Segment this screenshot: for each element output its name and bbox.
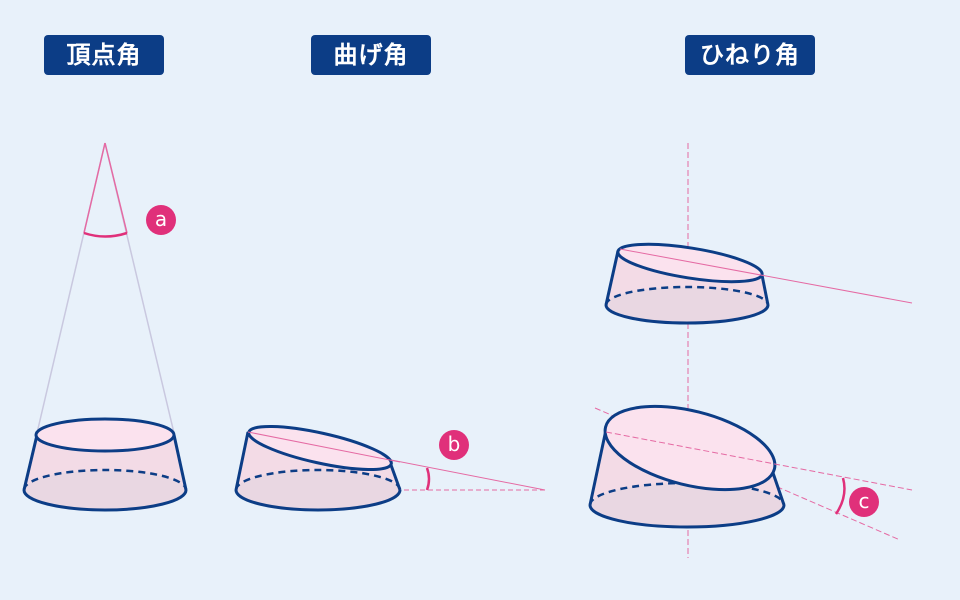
twist-top-plane-line <box>605 431 913 491</box>
apex-angle-label: 頂点角 <box>44 35 164 75</box>
bend-frustum-hidden-edge <box>234 468 402 491</box>
twist-upper-hidden-edge <box>604 285 770 306</box>
apex-guide-line-right <box>104 142 128 234</box>
apex-frustum-top-face <box>34 417 176 453</box>
twist-upper-side-right <box>760 274 770 306</box>
angle-c-badge: c <box>849 487 879 517</box>
bend-frustum-group <box>234 424 546 512</box>
twist-lower-bottom-edge <box>588 504 786 529</box>
bend-angle-label: 曲げ角 <box>311 35 431 75</box>
apex-guide-line-left <box>83 142 106 234</box>
twist-lower-side-left <box>588 424 609 506</box>
apex-frustum-group <box>22 142 188 512</box>
apex-frustum-side-right <box>172 434 188 491</box>
apex-frustum-hidden-edge <box>22 468 188 491</box>
apex-frustum-bottom-edge <box>22 489 188 512</box>
twist-upper-bottom-face <box>606 287 768 323</box>
twist-lower-frustum <box>588 404 913 541</box>
twist-upper-bottom-edge <box>604 304 770 325</box>
bend-frustum-bottom-edge <box>234 489 402 512</box>
apex-frustum-bottom-face <box>24 470 186 510</box>
twist-angle-arc <box>834 477 846 515</box>
bend-top-axis-line <box>247 431 401 463</box>
twist-angle-label: ひねり角 <box>685 35 815 75</box>
twist-upper-guide-line <box>619 248 913 304</box>
twist-upper-frustum <box>604 242 913 325</box>
angle-b-badge: b <box>439 430 469 460</box>
bend-frustum-bottom-face <box>236 470 400 510</box>
apex-frustum-side-left <box>22 434 39 491</box>
bend-angle-arc <box>425 467 431 491</box>
apex-angle-arc <box>83 231 128 238</box>
twist-lower-side-right <box>770 469 786 506</box>
bend-frustum-side-right <box>389 464 402 491</box>
twist-lower-bottom-face <box>590 483 784 527</box>
twist-upper-side-left <box>604 250 620 306</box>
bend-frustum-side-left <box>234 431 250 491</box>
twist-upper-top-face <box>616 242 764 284</box>
twist-frustum-group <box>588 143 913 558</box>
angle-a-badge: a <box>146 205 176 235</box>
